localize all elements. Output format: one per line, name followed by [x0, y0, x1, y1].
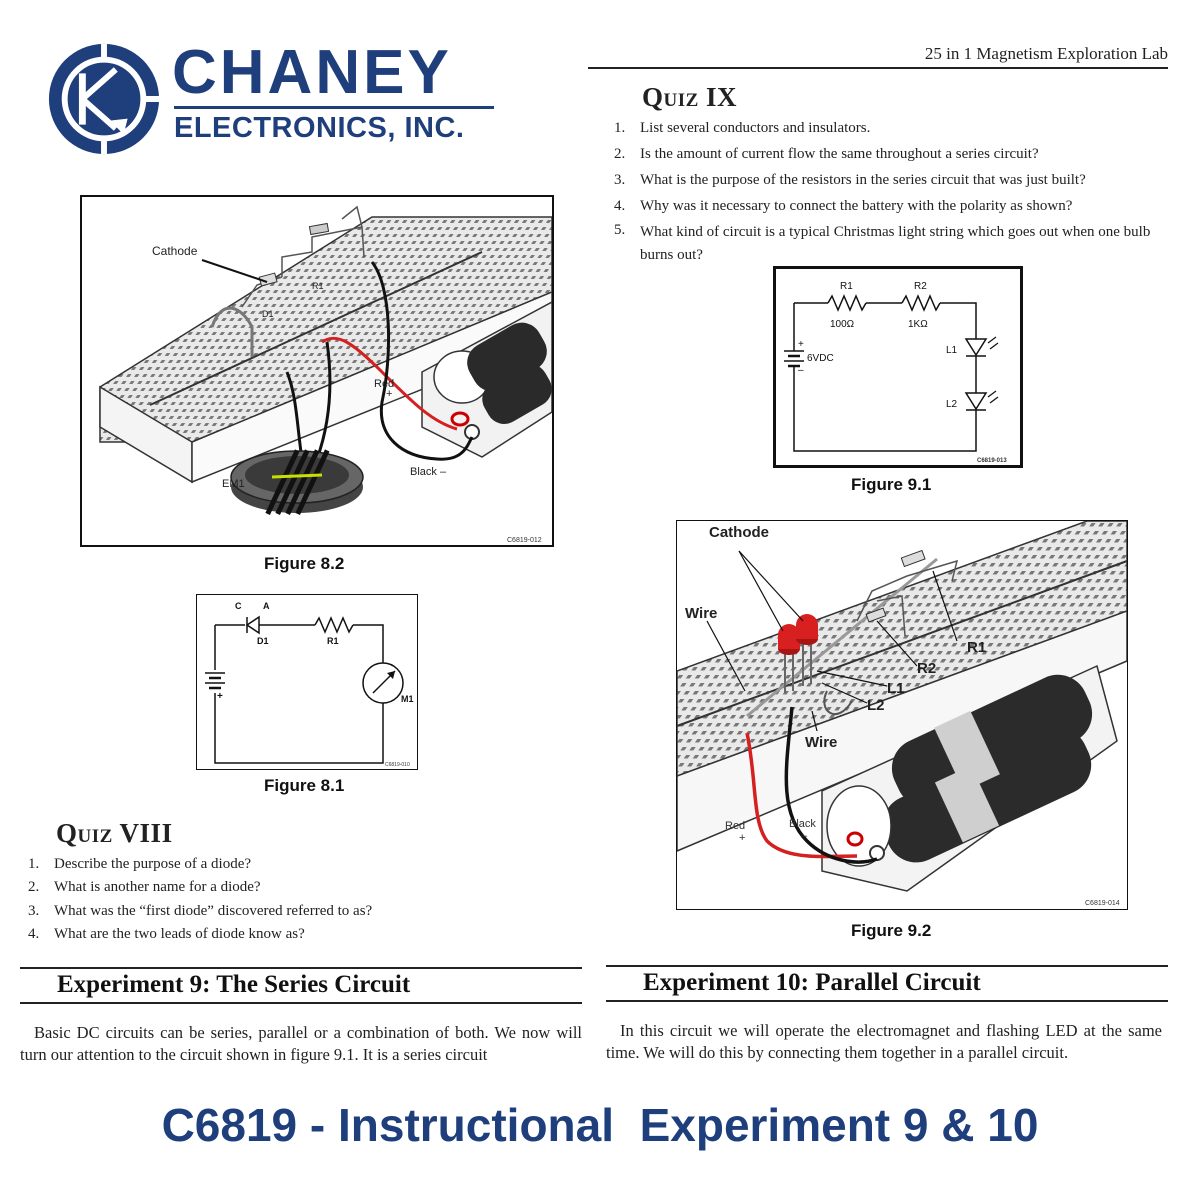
led-l1-icon: [964, 336, 999, 357]
brand-rule: [174, 106, 494, 109]
quiz9-question: 4.Why was it necessary to connect the ba…: [614, 198, 1073, 214]
fig91-r2-label: R2: [914, 281, 927, 292]
fig82-em1-label: EM1: [222, 478, 245, 490]
fig82-r1-label: R1: [312, 281, 324, 291]
figure-9-2-illustration: Cathode Wire R1 R2 L1 L2 Wire Red + Blac…: [676, 520, 1128, 907]
fig82-code: C6819-012: [507, 537, 542, 544]
fig81-d1-label: D1: [257, 636, 269, 646]
figure-9-1: R1 100Ω R2 1KΩ + – 6VDC L1 L2 C6819-013: [773, 266, 1023, 468]
fig91-minus-label: –: [798, 365, 804, 376]
exp10-bottom-rule: [606, 1000, 1168, 1002]
fig91-r1-value: 100Ω: [830, 319, 855, 330]
experiment9-body: Basic DC circuits can be series, paralle…: [20, 1023, 582, 1064]
quiz8-title: Quiz VIII: [56, 818, 173, 848]
fig92-r2-label: R2: [917, 660, 936, 677]
quiz9-question: 3.What is the purpose of the resistors i…: [614, 172, 1086, 188]
brand-subtitle: ELECTRONICS, INC.: [174, 112, 465, 144]
quiz8-question: 3.What was the “first diode” discovered …: [28, 902, 373, 919]
fig82-d1-label: D1: [262, 309, 274, 319]
battery-symbol-icon: [205, 672, 225, 690]
fig92-black-label: Black: [789, 818, 816, 830]
fig82-black-label: Black –: [410, 466, 447, 478]
quiz8-question: 4.What are the two leads of diode know a…: [28, 925, 305, 942]
led-l1-icon: [778, 624, 800, 693]
fig91-code: C6819-013: [977, 458, 1007, 464]
fig92-red-label: Red: [725, 820, 745, 832]
brand-name: CHANEY: [172, 38, 452, 107]
resistor-r1-icon: [827, 294, 867, 312]
figure-8-2-caption: Figure 8.2: [264, 554, 345, 573]
fig92-wire-top-label: Wire: [685, 605, 717, 622]
fig91-r2-value: 1KΩ: [908, 319, 928, 330]
fig92-red-plus-label: +: [739, 832, 745, 844]
figure-9-1-caption: Figure 9.1: [851, 475, 932, 494]
fig92-black-minus-label: –: [801, 830, 808, 842]
resistor-r2-icon: [901, 294, 941, 312]
fig81-r1-label: R1: [327, 636, 339, 646]
quiz9-question: 5.What kind of circuit is a typical Chri…: [614, 222, 1151, 263]
fig92-l1-label: L1: [887, 680, 905, 697]
exp9-top-rule: [20, 967, 582, 969]
fig92-wire-bottom-label: Wire: [805, 734, 837, 751]
fig91-l2-label: L2: [946, 399, 958, 410]
resistor-r2-icon: [865, 607, 887, 623]
battery-6vdc-icon: [784, 350, 804, 368]
figure-8-1-caption: Figure 8.1: [264, 776, 345, 795]
exp10-top-rule: [606, 965, 1168, 967]
figure-9-2-caption: Figure 9.2: [851, 921, 932, 940]
quiz8-list: 1.Describe the purpose of a diode? 2.Wha…: [28, 853, 568, 946]
fig82-red-label: Red: [374, 378, 394, 390]
figure-8-2-illustration: Cathode D1 R1 Red + Black – EM1 C6819-01…: [99, 205, 553, 544]
figure-8-1: C A D1 R1 M1 + C6819-010: [196, 594, 418, 770]
diode-icon: [258, 272, 278, 287]
experiment9-title: Experiment 9: The Series Circuit: [57, 971, 411, 998]
quiz9-list: 1.List several conductors and insulators…: [614, 115, 1154, 267]
resistor-icon: [308, 222, 330, 236]
battery-holder-icon: [421, 300, 553, 458]
figure-8-2: Cathode D1 R1 Red + Black – EM1 C6819-01…: [80, 195, 554, 547]
exp9-bottom-rule: [20, 1002, 582, 1004]
fig81-a-label: A: [263, 601, 270, 611]
fig81-c-label: C: [235, 601, 242, 611]
led-l2-icon: [964, 390, 999, 411]
fig81-plus-label: +: [217, 691, 223, 702]
fig92-cathode-label: Cathode: [709, 524, 769, 541]
fig91-r1-label: R1: [840, 281, 853, 292]
quiz8-question: 1.Describe the purpose of a diode?: [28, 856, 252, 872]
quiz9-title: Quiz IX: [642, 82, 738, 112]
figure-8-1-schematic: C A D1 R1 M1 + C6819-010: [205, 601, 414, 768]
chaney-logo-icon: [48, 43, 160, 155]
fig92-l2-label: L2: [867, 697, 885, 714]
fig81-m1-label: M1: [401, 694, 414, 704]
bottom-banner: C6819 - Instructional Experiment 9 & 10: [161, 1099, 1039, 1151]
figure-9-2: Cathode Wire R1 R2 L1 L2 Wire Red + Blac…: [676, 520, 1128, 910]
fig91-plus-label: +: [798, 339, 804, 350]
fig92-r1-label: R1: [967, 639, 986, 656]
quiz8-question: 2.What is another name for a diode?: [28, 879, 261, 896]
fig81-code: C6819-010: [385, 762, 410, 768]
quiz9-question: 2.Is the amount of current flow the same…: [614, 146, 1039, 162]
fig82-cathode-label: Cathode: [152, 244, 198, 258]
fig91-battery-label: 6VDC: [807, 353, 834, 364]
resistor-symbol-icon: [314, 616, 354, 634]
quiz9-question: 1.List several conductors and insulators…: [614, 120, 871, 136]
header-divider: [588, 67, 1168, 69]
experiment10-body: In this circuit we will operate the elec…: [606, 1021, 1162, 1062]
resistor-r1-icon: [900, 549, 926, 568]
fig92-code: C6819-014: [1085, 900, 1120, 907]
compass-icon: [230, 449, 364, 515]
figure-9-1-schematic: R1 100Ω R2 1KΩ + – 6VDC L1 L2 C6819-013: [784, 281, 1007, 464]
header-title: 25 in 1 Magnetism Exploration Lab: [924, 44, 1168, 63]
battery-holder-icon: [821, 664, 1118, 892]
diode-symbol-icon: [245, 615, 260, 635]
fig82-plus-label: +: [386, 388, 392, 400]
led-l2-icon: [796, 614, 818, 686]
fig91-l1-label: L1: [946, 345, 958, 356]
experiment10-title: Experiment 10: Parallel Circuit: [643, 969, 981, 996]
